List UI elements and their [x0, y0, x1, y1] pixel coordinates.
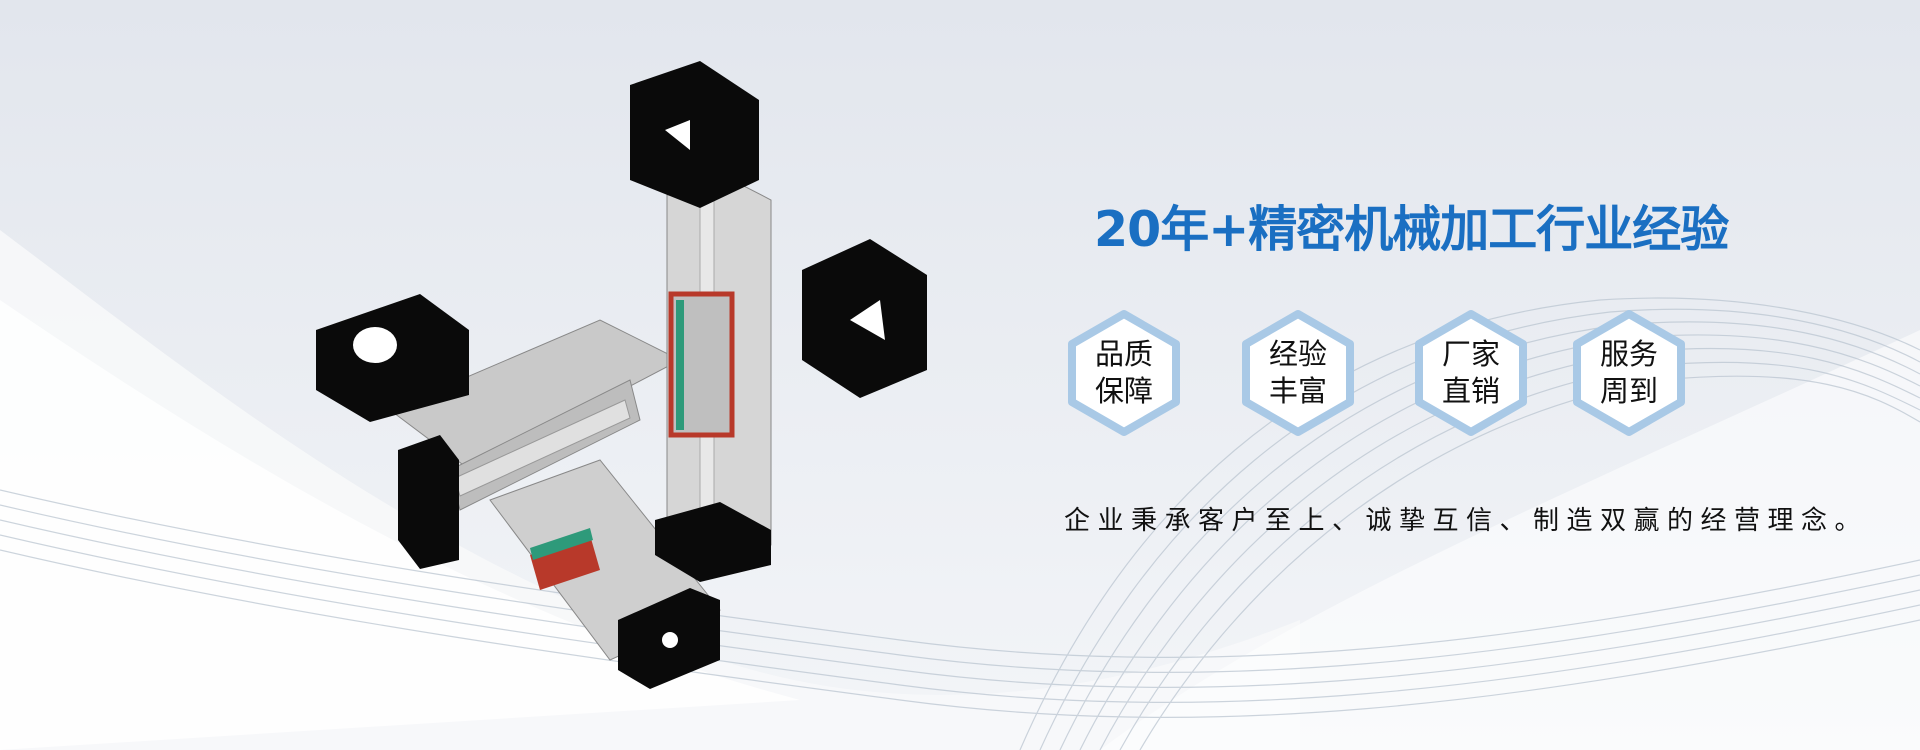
feature-label: 服务: [1599, 337, 1658, 371]
tagline: 企业秉承客户至上、诚挚互信、制造双赢的经营理念。: [1064, 506, 1869, 536]
feature-label: 直销: [1441, 374, 1500, 408]
hexagon-icon: [1573, 310, 1685, 436]
hexagon-icon: [1415, 310, 1527, 436]
end-plate-front: [398, 435, 459, 569]
feature-label: 丰富: [1268, 374, 1327, 408]
feature-badge-direct-sales: 厂家直销: [1413, 308, 1529, 438]
feature-label: 周到: [1599, 374, 1658, 408]
feature-label: 品质: [1094, 337, 1153, 371]
base-plate: [655, 502, 771, 582]
hexagon-icon: [1068, 310, 1180, 436]
feature-label: 厂家: [1441, 337, 1500, 371]
feature-label: 保障: [1094, 374, 1153, 408]
feature-badge-experience: 经验丰富: [1240, 308, 1356, 438]
headline: 20年+精密机械加工行业经验: [1094, 201, 1729, 258]
feature-badge-quality: 品质保障: [1066, 308, 1182, 438]
motor-block-top: [630, 61, 759, 208]
feature-badge-service: 服务周到: [1571, 308, 1687, 438]
hexagon-icon: [1242, 310, 1354, 436]
feature-label: 经验: [1268, 337, 1327, 371]
motor-block-left: [316, 294, 469, 422]
